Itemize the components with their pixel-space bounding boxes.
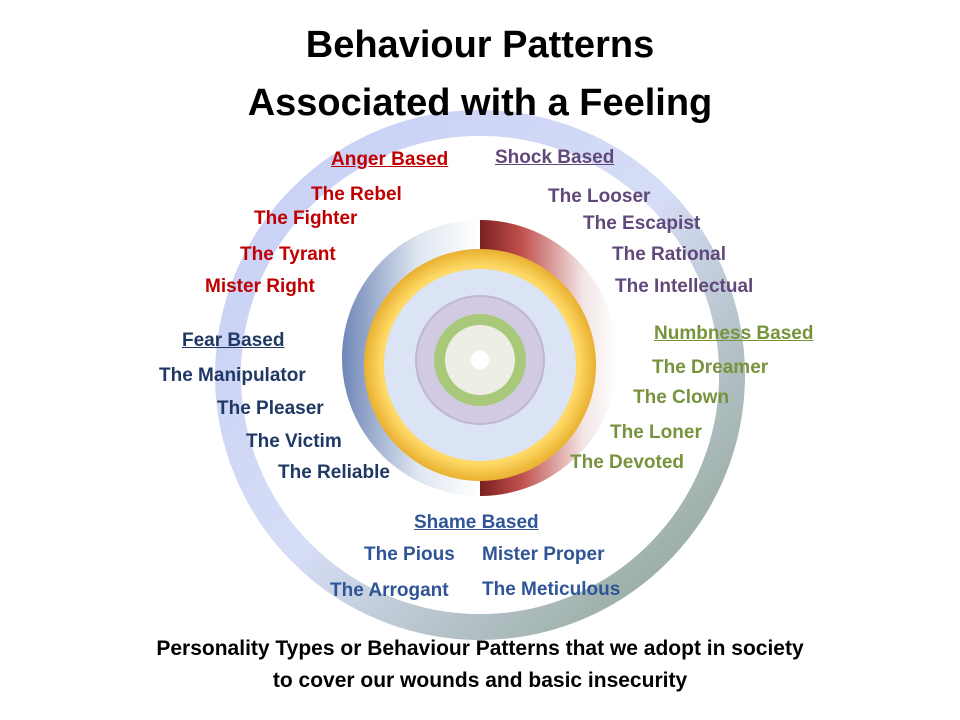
footer-line-1: Personality Types or Behaviour Patterns …: [156, 637, 804, 660]
shock-item: The Intellectual: [615, 276, 754, 297]
anger-item: The Rebel: [311, 184, 402, 205]
anger-item: The Tyrant: [240, 244, 336, 265]
center-dot: [471, 351, 489, 369]
fear-item: The Victim: [246, 431, 342, 452]
shame-heading: Shame Based: [414, 512, 539, 533]
fear-item: The Pleaser: [217, 398, 324, 419]
numbness-item: The Devoted: [570, 452, 685, 473]
fear-item: The Reliable: [278, 462, 390, 483]
shame-item: The Pious: [364, 544, 455, 565]
numbness-heading: Numbness Based: [654, 323, 814, 344]
shame-item: The Meticulous: [482, 579, 621, 600]
outer-ring: [215, 110, 745, 640]
page-title-line-2: Associated with a Feeling: [247, 82, 713, 124]
shame-item: Mister Proper: [482, 544, 605, 565]
footer-line-2: to cover our wounds and basic insecurity: [272, 669, 688, 692]
shock-item: The Rational: [612, 244, 727, 265]
numbness-item: The Dreamer: [652, 357, 769, 378]
shame-item: The Arrogant: [330, 580, 449, 601]
anger-item: Mister Right: [205, 276, 315, 297]
fear-heading: Fear Based: [182, 330, 285, 351]
numbness-item: The Loner: [610, 422, 702, 443]
fear-item: The Manipulator: [159, 365, 306, 386]
anger-item: The Fighter: [254, 208, 358, 229]
outer-ring-inner-edge: [241, 136, 719, 614]
page-title-line-1: Behaviour Patterns: [305, 24, 655, 66]
numbness-item: The Clown: [633, 387, 730, 408]
shock-item: The Looser: [548, 186, 651, 207]
anger-heading: Anger Based: [331, 149, 449, 170]
shock-item: The Escapist: [583, 213, 701, 234]
shock-heading: Shock Based: [495, 147, 615, 168]
